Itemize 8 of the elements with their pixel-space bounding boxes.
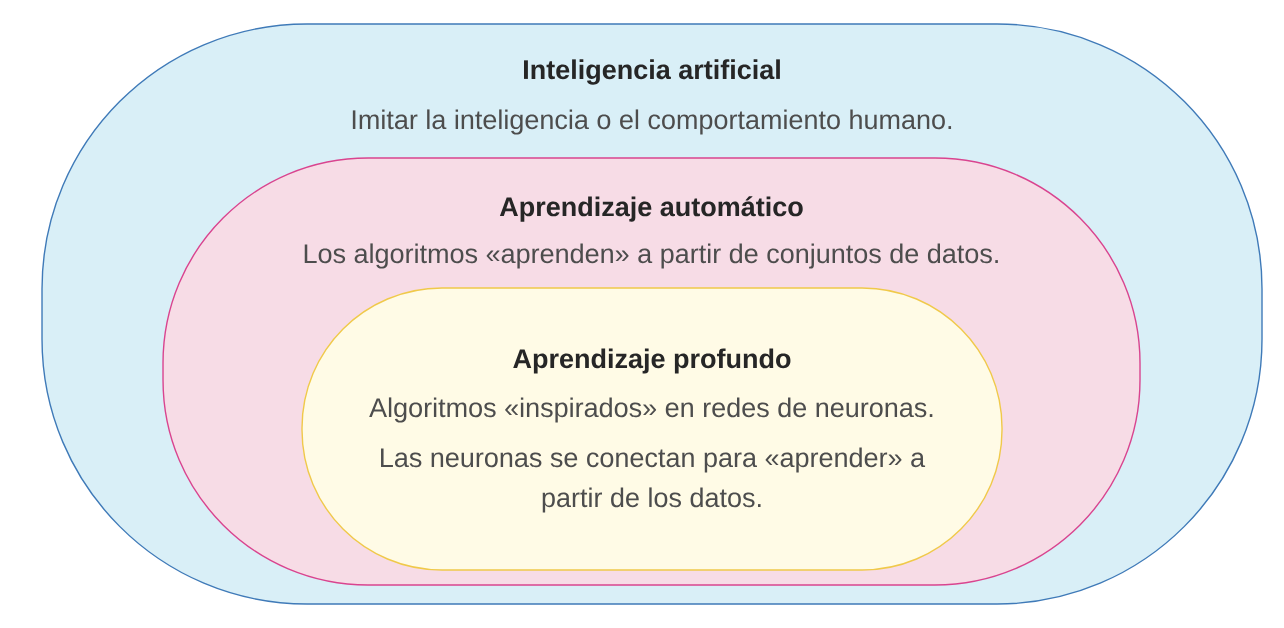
panel-heading: Aprendizaje profundo: [513, 348, 791, 374]
panel-text: Algoritmos «inspirados» en redes de neuronas.: [369, 397, 933, 423]
panel-text: Imitar la inteligencia o el comportamiento humano.: [352, 109, 952, 135]
rounded-panel: [301, 287, 1003, 571]
panel-heading: Inteligencia artificial: [524, 59, 780, 85]
panel-text: Los algoritmos «aprenden» a partir de conjuntos de datos.: [304, 243, 998, 269]
panel-heading: Aprendizaje automático: [499, 196, 803, 222]
panel-text: Las neuronas se conectan para «aprender» a partir de los datos.: [381, 447, 926, 513]
